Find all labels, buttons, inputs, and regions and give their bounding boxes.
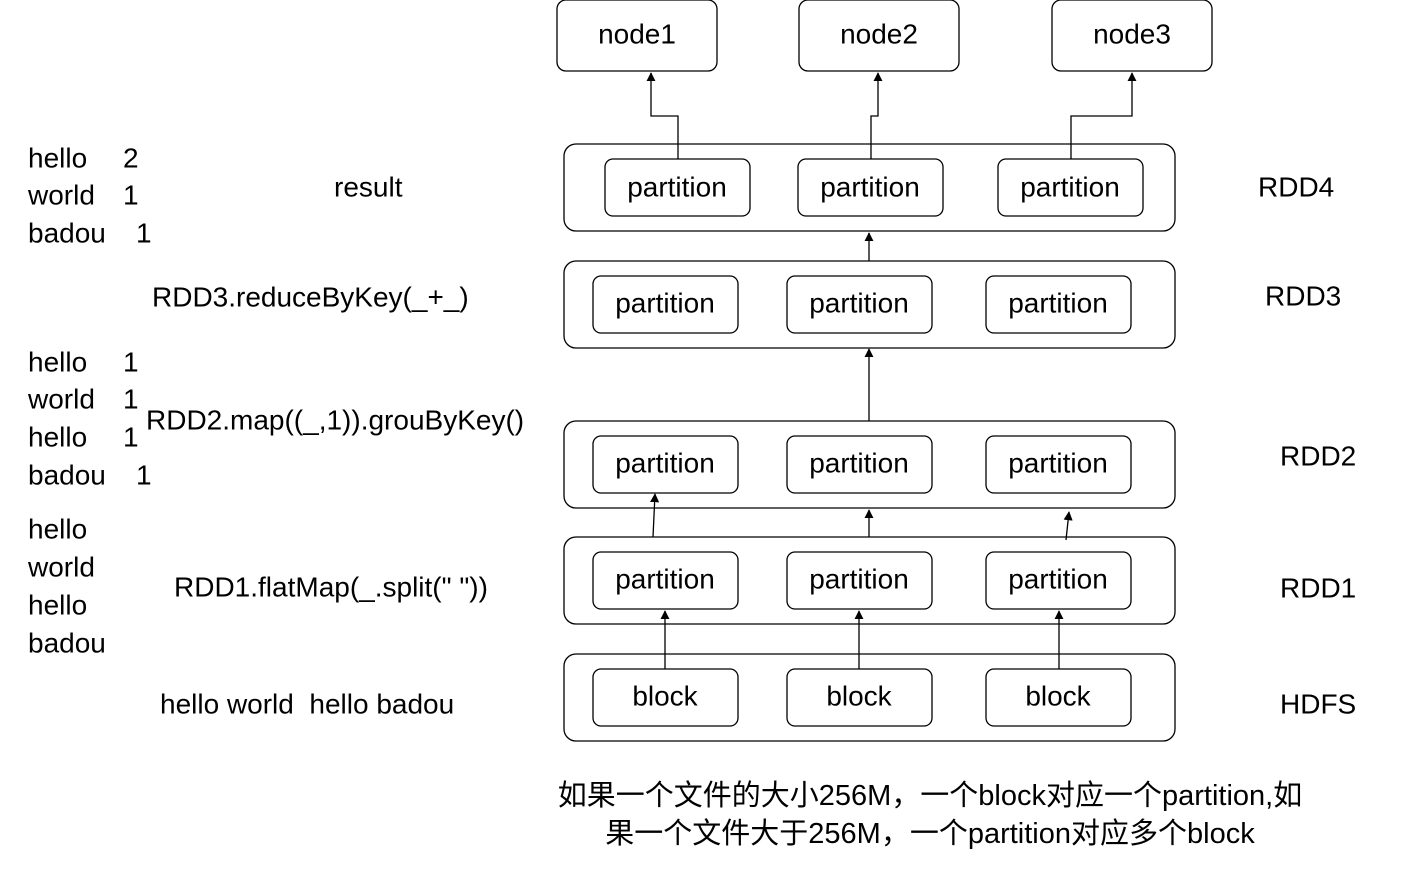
rdd2-partition-2-label: partition (809, 447, 909, 478)
rdd2-partition-1: partition (592, 435, 739, 494)
footnote-line-1: 如果一个文件的大小256M，一个block对应一个partition,如 (557, 780, 1303, 812)
rdd3-partition-3: partition (985, 275, 1132, 334)
mapped-word: hello (28, 346, 87, 377)
result-count: 1 (123, 179, 139, 210)
layer-labels: RDD4 RDD3 RDD2 RDD1 HDFS (1258, 171, 1356, 719)
result-word: badou (28, 217, 106, 248)
layer-label-rdd1: RDD1 (1280, 572, 1356, 603)
arrow-rdd4-to-node1 (646, 72, 679, 159)
op-flat-map: RDD1.flatMap(_.split(" ")) (174, 571, 488, 602)
rdd3-partition-3-label: partition (1008, 287, 1108, 318)
hdfs-block-1-label: block (632, 680, 698, 711)
rdd2-layer: partition partition partition (563, 420, 1176, 509)
hdfs-block-2: block (786, 668, 933, 727)
op-result: result (334, 171, 403, 202)
rdd4-partition-2-label: partition (820, 171, 920, 202)
op-input-text: hello world hello badou (160, 688, 454, 719)
result-word: world (27, 179, 95, 210)
mapped-word: world (27, 383, 95, 414)
mapped-count: 1 (123, 383, 139, 414)
mapped-word: hello (28, 421, 87, 452)
mapped-count: 1 (123, 421, 139, 452)
layer-label-rdd3: RDD3 (1265, 280, 1341, 311)
result-sample: hello 2 world 1 badou 1 (27, 142, 152, 248)
word-item: badou (28, 627, 106, 658)
rdd1-partition-3: partition (985, 551, 1132, 610)
rdd1-partition-1-label: partition (615, 563, 715, 594)
result-word: hello (28, 142, 87, 173)
connectors (646, 72, 1137, 669)
hdfs-block-1: block (592, 668, 739, 727)
rdd4-partition-1-label: partition (627, 171, 727, 202)
mapped-count: 1 (136, 459, 152, 490)
rdd1-partition-2: partition (786, 551, 933, 610)
word-item: world (27, 551, 95, 582)
rdd3-partition-1: partition (592, 275, 739, 334)
rdd2-partition-1-label: partition (615, 447, 715, 478)
mapped-count: 1 (123, 346, 139, 377)
mapped-word: badou (28, 459, 106, 490)
hdfs-block-2-label: block (826, 680, 892, 711)
rdd1-partition-2-label: partition (809, 563, 909, 594)
hdfs-block-3: block (985, 668, 1132, 727)
arrow-rdd1-to-rdd2-c (1063, 511, 1073, 541)
node-2-label: node2 (840, 18, 918, 49)
node-3: node3 (1051, 0, 1213, 72)
rdd3-partition-2-label: partition (809, 287, 909, 318)
word-item: hello (28, 513, 87, 544)
node-3-label: node3 (1093, 18, 1171, 49)
rdd4-partition-2: partition (797, 158, 944, 217)
arrow-rdd1-to-rdd2-a (650, 493, 660, 538)
rdd3-partition-2: partition (786, 275, 933, 334)
words-sample: hello world hello badou (27, 513, 106, 658)
node-2: node2 (798, 0, 960, 72)
rdd4-partition-1: partition (604, 158, 751, 217)
rdd4-layer: partition partition partition (563, 143, 1176, 232)
word-item: hello (28, 589, 87, 620)
op-map-group-by-key: RDD2.map((_,1)).grouByKey() (146, 404, 524, 435)
rdd3-layer: partition partition partition (563, 260, 1176, 349)
hdfs-layer: block block block (563, 653, 1176, 742)
operation-labels: result RDD3.reduceByKey(_+_) RDD2.map((_… (146, 171, 524, 719)
footnote-line-2: 果一个文件大于256M，一个partition对应多个block (605, 818, 1255, 850)
layer-label-rdd4: RDD4 (1258, 171, 1334, 202)
rdd1-partition-1: partition (592, 551, 739, 610)
layer-label-hdfs: HDFS (1280, 688, 1356, 719)
rdd3-partition-1-label: partition (615, 287, 715, 318)
rdd4-partition-3-label: partition (1020, 171, 1120, 202)
result-count: 1 (136, 217, 152, 248)
node-1-label: node1 (598, 18, 676, 49)
op-reduce-by-key: RDD3.reduceByKey(_+_) (152, 281, 469, 312)
rdd2-partition-3: partition (985, 435, 1132, 494)
arrow-rdd4-to-node2 (870, 72, 883, 159)
rdd4-partition-3: partition (997, 158, 1144, 217)
layer-label-rdd2: RDD2 (1280, 440, 1356, 471)
rdd1-layer: partition partition partition (563, 536, 1176, 625)
rdd2-partition-3-label: partition (1008, 447, 1108, 478)
mapped-sample: hello 1 world 1 hello 1 badou 1 (27, 346, 152, 490)
arrow-rdd4-to-node3 (1070, 72, 1137, 159)
hdfs-block-3-label: block (1025, 680, 1091, 711)
node-1: node1 (556, 0, 718, 72)
rdd2-partition-2: partition (786, 435, 933, 494)
result-count: 2 (123, 142, 139, 173)
rdd1-partition-3-label: partition (1008, 563, 1108, 594)
